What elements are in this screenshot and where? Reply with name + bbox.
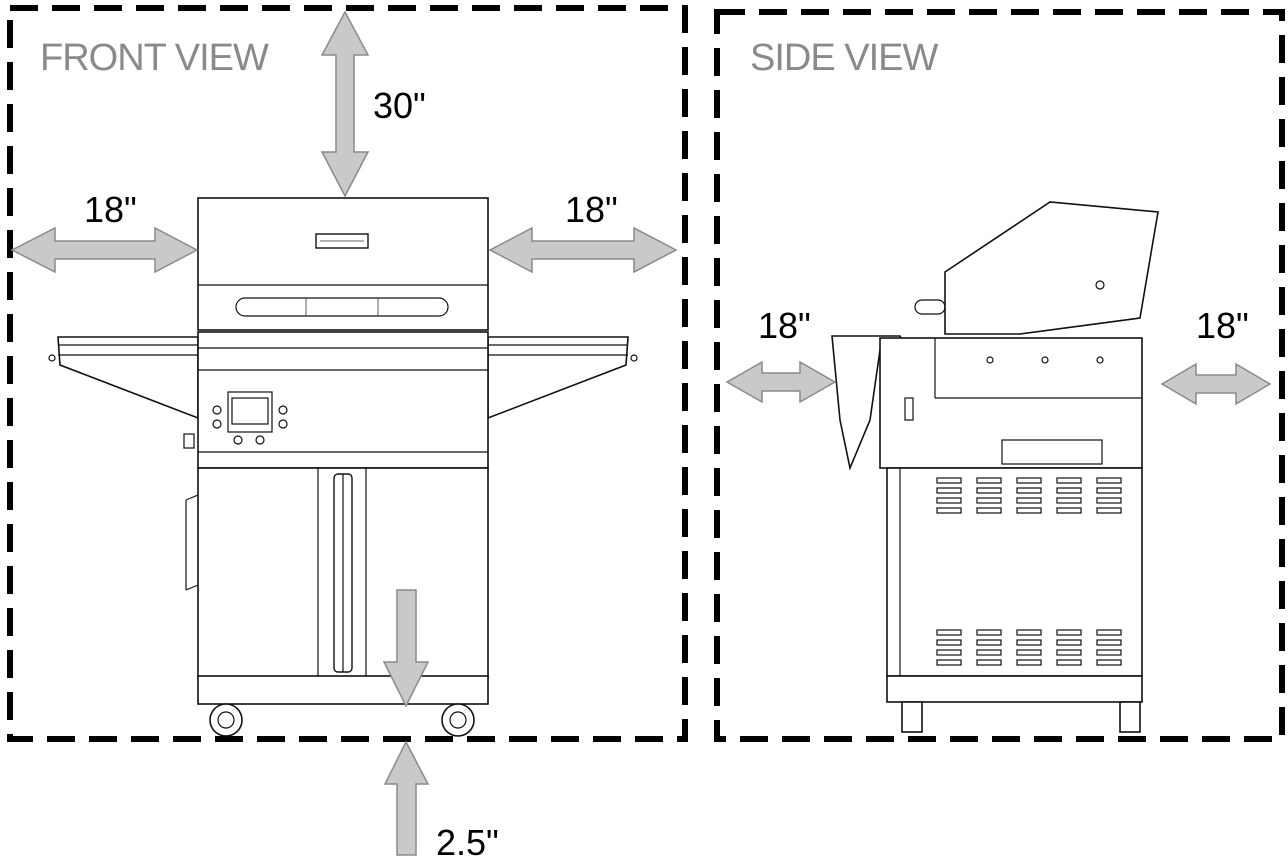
front-top-clearance-arrow [320, 10, 370, 198]
side-left-caster [901, 701, 923, 733]
controller-panel [227, 391, 273, 433]
front-top-clearance-label: 30" [373, 85, 426, 126]
right-side-shelf [487, 336, 629, 420]
hood-handle [235, 297, 449, 317]
front-grill-drawing [48, 197, 638, 737]
side-grill-body [879, 337, 1143, 469]
front-right-wheel [441, 703, 475, 737]
front-grill-base [197, 675, 489, 705]
front-left-clearance-label: 18" [84, 189, 137, 230]
front-left-clearance-arrow [10, 226, 199, 274]
upper-vents [936, 477, 1122, 514]
left-hopper-handle [183, 433, 195, 449]
front-grill-body [197, 331, 489, 469]
side-grill-drawing [831, 201, 1159, 733]
side-right-clearance-label: 18" [1196, 305, 1249, 346]
front-view-clearance-frame [7, 5, 688, 742]
controller-display [231, 397, 269, 425]
front-view-title: FRONT VIEW [40, 37, 269, 79]
side-view-clearance-frame [714, 9, 1285, 742]
side-right-caster [1119, 701, 1141, 733]
side-grill-hood [944, 201, 1159, 335]
side-drip-tray [1001, 439, 1103, 465]
left-side-shelf [57, 336, 199, 420]
side-grill-base [886, 675, 1143, 703]
front-bottom-outer-arrow [383, 740, 430, 856]
front-bottom-clearance-label: 2.5" [436, 822, 499, 863]
side-left-clearance-label: 18" [758, 305, 811, 346]
lower-vents [936, 629, 1122, 666]
front-grill-hood [197, 197, 489, 331]
side-hood-handle [914, 299, 946, 315]
front-left-wheel [209, 703, 243, 737]
front-right-clearance-label: 18" [565, 189, 618, 230]
side-right-clearance-arrow [1160, 362, 1272, 406]
front-right-clearance-arrow [488, 226, 678, 274]
side-left-clearance-arrow [725, 360, 837, 404]
side-view-title: SIDE VIEW [750, 37, 938, 79]
front-bottom-inner-arrow [382, 589, 430, 708]
